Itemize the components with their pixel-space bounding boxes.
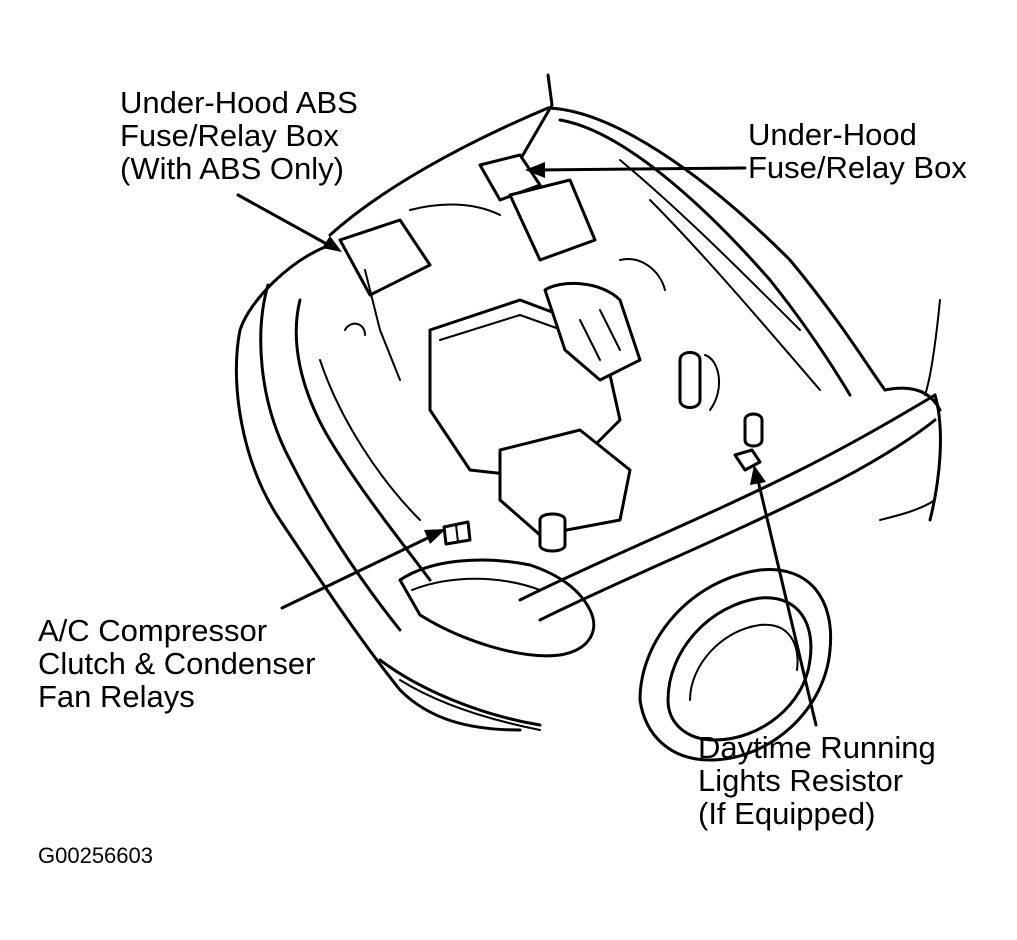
leader-lines	[236, 162, 818, 727]
fuse-label-line-1: Under-Hood	[748, 117, 917, 152]
fuse-relay-box-label: Under-Hood Fuse/Relay Box	[748, 118, 967, 184]
drl-label-line-3: (If Equipped)	[698, 796, 876, 831]
abs-label-line-1: Under-Hood ABS	[120, 85, 358, 120]
raised-hood	[328, 73, 887, 397]
drl-label-line-2: Lights Resistor	[698, 763, 904, 798]
drl-label-line-1: Daytime Running	[698, 730, 936, 765]
ac-label-line-1: A/C Compressor	[38, 613, 268, 648]
drl-resistor-label: Daytime Running Lights Resistor (If Equi…	[698, 731, 936, 830]
front-wheel	[638, 568, 833, 762]
fuse-label-line-2: Fuse/Relay Box	[748, 150, 967, 185]
ac-label-line-2: Clutch & Condenser	[38, 646, 316, 681]
ac-label-line-3: Fan Relays	[38, 679, 195, 714]
engine-components	[319, 153, 764, 553]
front-bumper	[378, 558, 596, 731]
abs-label-line-3: (With ABS Only)	[120, 151, 344, 186]
abs-label-line-2: Fuse/Relay Box	[120, 118, 339, 153]
abs-fuse-relay-box-label: Under-Hood ABS Fuse/Relay Box (With ABS …	[120, 86, 358, 185]
body-outline	[234, 243, 942, 732]
ac-relays-label: A/C Compressor Clutch & Condenser Fan Re…	[38, 614, 315, 713]
figure-id: G00256603	[38, 843, 153, 868]
